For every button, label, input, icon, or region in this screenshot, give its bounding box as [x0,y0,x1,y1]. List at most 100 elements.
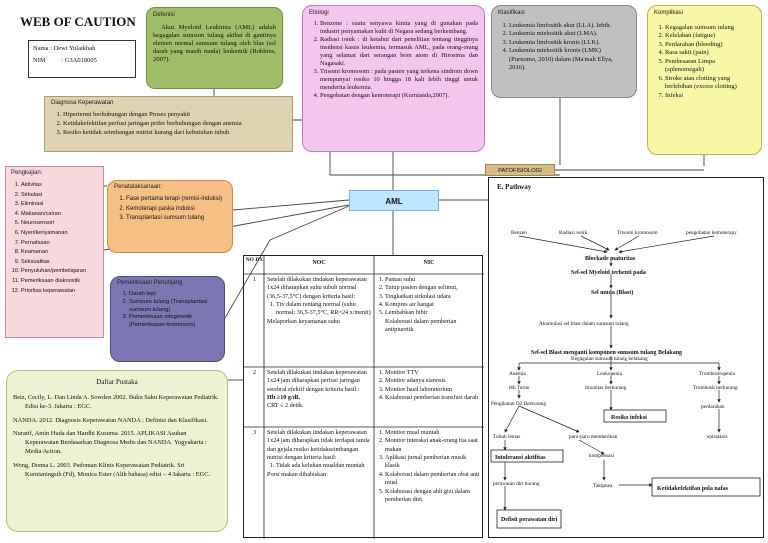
patofisiologi-label: PATOFISIOLOGI [485,164,555,176]
list-item: Infeksi [665,92,755,100]
noc-criteria: Hb ≥10 g/dL [267,394,301,402]
list-item: Sumsum tulang (Transplantasi sumsum tula… [129,299,218,315]
list-item: Perdarahan (bleeding) [665,41,755,49]
pathway-diagnosis: Resiko infeksi [611,415,647,421]
list-item: Rasa sakit (pain) [665,49,755,57]
list-item: Benzene : suatu senyawa kimia yang di gu… [320,20,478,36]
komplikasi-title: Komplikasi [654,10,684,16]
pathway-box: E. Pathway [488,177,764,538]
list-item: Kolaborasi dengan ahli gizi dalam pember… [385,488,482,505]
reference-item: NANDA. 2012. Diagnosis Keperawatan NANDA… [13,416,208,424]
nim-label: NIM [33,57,46,65]
etiologi-list: Benzene : suatu senyawa kimia yang di gu… [309,20,478,100]
table-grid [244,256,484,539]
row-1-noc: Setelah dilakukan tindakan keperawatan 1… [267,276,372,366]
pathway-cause: pengobatan kemoterapy [686,230,737,236]
list-item: Radiasi ionik : di ketahui dari peneliti… [320,36,478,68]
list-item: Tutup pasien dengan selimut, [385,284,482,292]
page-title: WEB OF CAUTION [20,14,136,29]
pathway-diagnosis: Intoleransi aktifitas [495,455,546,461]
list-item: Sirkulasi [21,191,98,201]
nim-row: NIM : G3A018005 [33,55,131,67]
diagnosa-title: Diagnosa Keperawatan [51,100,114,106]
pathway-node: perawatan diri kurang [493,481,540,487]
list-item: Seksualitas [21,258,98,268]
list-item: Tingkatkan sirkulasi udara [385,293,482,301]
list-item: Penyuluhan/pembelajaran [21,267,98,277]
list-item: Fase pertama terapi (remisi-induksi) [126,195,226,205]
name-value: : Dewi Yulaikhah [50,45,96,52]
noc-criteria: CRT ≤ 2 detik. [267,402,304,410]
etiologi-title: Etiologi [309,10,329,16]
pathway-node: Sel-sel Blast menganti komponen sumsum t… [531,350,682,356]
list-item: Aktivitas [21,181,98,191]
penatalaksanaan-box: Penatalaksanaan: Fase pertama terapi (re… [107,180,233,253]
list-item: Stroke atau clotting yang berlebihan (ex… [665,75,755,92]
student-info-box: Nama : Dewi Yulaikhah NIM : G3A018005 [28,40,136,78]
list-item: Eliminasi [21,200,98,210]
list-item: Kolaborasi pemberian transfusi darah [385,394,482,402]
list-item: Pembesaran Limpa (splenomegali) [665,58,755,75]
list-item: Ketidakefektifan perfusi jaringan prifer… [63,120,286,129]
list-item: Hipertermi berhubungan dengan Proses pen… [63,111,286,120]
row-1-no: 1 [252,276,257,283]
row-2-noc: Setelah dilakukan tindakan keperawatan 1… [267,369,372,427]
komplikasi-list: Kegagalan sumsum tulang Kelelahan (fatig… [654,24,755,100]
list-item: Makanan/cairan [21,210,98,220]
pengkajian-list: Aktivitas Sirkulasi Eliminasi Makanan/ca… [11,181,98,296]
list-item: Prioritas keperawatan [21,287,98,297]
list-item: Leukemia limfositik akut (LLA). lebih. [509,22,630,30]
list-item: Darah tepi [129,291,218,299]
pathway-node: Hb Turun [509,385,530,391]
noc-text: Setelah dilakukan tindakan keperawatan 1… [267,369,367,393]
list-item: Leukemia mielositik kronis (LMK) (Purnom… [509,47,630,72]
pathway-cause: Benzen [511,230,527,236]
list-item: Kemoterapi paska induksi [126,205,226,215]
pathway-node: Sel muda (Blast) [591,289,633,296]
row-3-nic: Monitor mual muntah Monitor interaksi an… [376,429,482,537]
list-item: Kompres air hangat [385,301,482,309]
noc-tail: Melaporkan keyamanan suhu [267,317,340,325]
list-item: Keamanan [21,248,98,258]
pathway-node: Trombosit berkurang [693,385,738,391]
list-item: Leukemia limfositik kronis (LLK). [509,39,630,47]
row-2-nic: Monitor TTV Monitor adanya sianosis Moni… [376,369,482,427]
row-3-no: 3 [252,429,257,436]
header-no: NO DX [245,257,264,263]
penatalaksanaan-list: Fase pertama terapi (remisi-induksi) Kem… [114,195,226,224]
klasifikasi-list: Leukemia limfositik akut (LLA). lebih. L… [498,22,630,73]
komplikasi-box: Komplikasi Kegagalan sumsum tulang Kelel… [647,5,762,155]
pathway-node: Akumulasi sel blast dalam sumsum tulang [539,321,629,327]
list-item: Nyeri/kenyamanan [21,229,98,239]
list-item: Monitor mual muntah [385,429,482,437]
pustaka-title: Daftar Pustaka [96,378,138,386]
header-nic: NIC [423,260,435,266]
list-item: Ttv dalam rentang normal (suhu normal: 3… [276,301,372,318]
pathway-cause: Trisomi kromosom [617,230,658,236]
list-item: Lembabkan bibir [385,309,482,317]
noc-text: Setelah dilakukan tindakan keperawatan 1… [267,276,367,300]
pathway-node: Kegagalan sumsum tulang belakang [571,356,648,362]
list-item: Pengobatan dengan kemoterapi (Kurnianda,… [320,92,478,100]
list-item: Pemeriksaan diaknostik [21,277,98,287]
name-row: Nama : Dewi Yulaikhah [33,43,131,55]
pathway-diagnosis: Ketidakefektifan pola nafas [657,486,729,492]
list-item: Resiko ketidak seimbangan nutrisi kurang… [63,129,286,138]
definisi-box: Defenisi Akut Myeloid Leukimia (AML) ada… [146,7,283,89]
definisi-title: Defenisi [153,12,175,18]
etiologi-box: Etiologi Benzene : suatu senyawa kimia y… [302,5,485,152]
penunjang-list: Darah tepi Sumsum tulang (Transplantasi … [117,291,218,330]
list-item: Kolaborasi dalam pemberian antipiuretik [385,317,457,334]
pathway-node: Pengikatan O2 Berkurang [491,401,546,407]
pathway-node: perdarahan [701,404,725,410]
pathway-node: Sel-sel Myeloid terhenti pada [571,270,646,276]
pathway-diagnosis: Defisit perawatan diri [501,517,558,523]
list-item: Monitor interaksi anak-orang tua saat ma… [385,437,482,454]
pathway-cause: Radiasi ionik [559,230,587,236]
pathway-node: Imunitas berkurang [585,385,627,391]
definisi-text: Akut Myeloid Leukimia (AML) adalah kegag… [153,24,276,64]
list-item: Pantau suhu [385,276,482,284]
noc-tail: Porsi makan dihabiskan [267,470,327,478]
list-item: Trisomi kromosom : pada pasien yang terk… [320,68,478,92]
list-item: Pernafasan [21,239,98,249]
